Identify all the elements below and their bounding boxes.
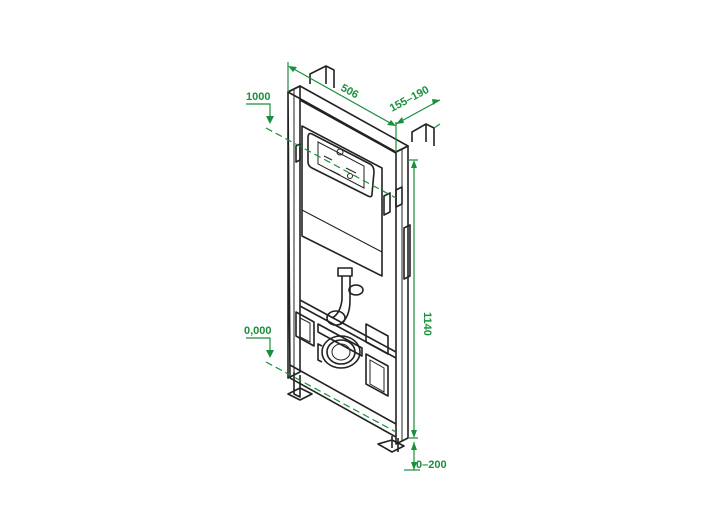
level-floor-label: 0,000 [244, 325, 272, 337]
flush-plate-frame [307, 132, 375, 198]
leg-adjust-label: 0–200 [416, 459, 447, 471]
level-floor-dashed-line [265, 361, 397, 433]
depth-label: 155–190 [388, 84, 431, 115]
cistern [301, 125, 383, 277]
width-label: 506 [339, 82, 361, 101]
top-bracket-right [411, 123, 435, 146]
width-dimension-line [291, 67, 393, 125]
flush-pipe [337, 267, 353, 300]
level-top-label: 1000 [246, 91, 270, 103]
right-foot [377, 436, 405, 453]
level-1000-dashed-line [265, 127, 397, 199]
lower-opening-right [365, 353, 389, 397]
depth-dimension-line [395, 99, 441, 125]
frame-drawing [287, 65, 435, 453]
top-bracket-left [309, 65, 335, 88]
height-label: 1140 [421, 312, 433, 336]
dimension-lines [246, 62, 441, 471]
drain-connector [317, 335, 361, 369]
left-foot [287, 372, 313, 401]
lower-opening-left [295, 311, 315, 347]
bottom-rail [289, 364, 397, 438]
lower-opening-mid [317, 323, 363, 357]
